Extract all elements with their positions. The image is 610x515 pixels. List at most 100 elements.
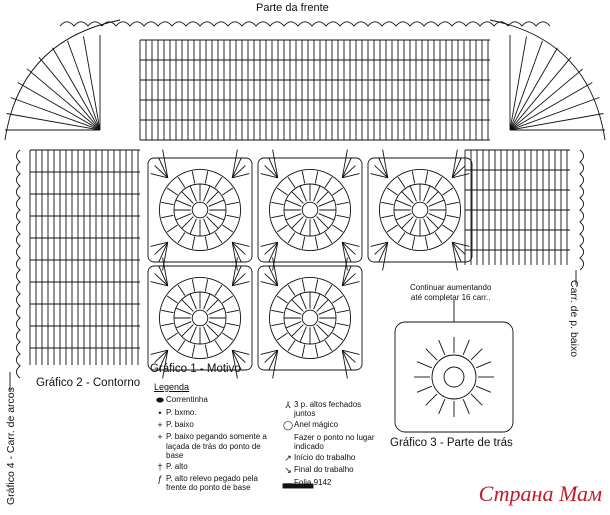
motif-spoke <box>189 293 197 310</box>
motif-corner-fan <box>231 350 242 371</box>
motif-spoke <box>222 224 234 233</box>
motif-corner-fan <box>341 165 356 179</box>
corner-fan-stitch <box>17 82 101 131</box>
motif-spoke <box>324 176 333 188</box>
page-bar-icon: ▬ <box>283 477 293 488</box>
motif-corner-fan <box>231 265 242 286</box>
legend-item: • P. bxmo. <box>154 408 279 418</box>
motif-spoke <box>336 322 349 327</box>
motif-corner-fan <box>341 265 352 286</box>
motif-outer-ring <box>268 276 352 360</box>
motif-corner-fan <box>452 173 470 179</box>
motif-spoke <box>442 224 454 233</box>
page-bar-icon <box>282 483 314 489</box>
motif-spoke <box>203 218 211 235</box>
motif-spoke <box>313 218 321 235</box>
motif-spoke <box>299 293 307 310</box>
motif-spoke <box>409 185 417 202</box>
motif-spoke <box>161 322 174 327</box>
corner-fan-stitch <box>52 47 101 131</box>
motif-corner-fan <box>374 165 389 179</box>
motif-corner-fan <box>231 257 238 286</box>
corner-fan-stitch <box>509 68 584 131</box>
back-square-stitch <box>416 385 432 393</box>
motif-spoke <box>226 201 239 206</box>
motif-corner-fan <box>260 173 278 179</box>
motif-corner-fan <box>231 350 238 379</box>
motif-outer-ring <box>158 168 242 252</box>
motif-corner-fan <box>232 241 250 247</box>
motif-corner-fan <box>272 350 279 379</box>
motif-corner-fan <box>264 273 279 287</box>
start-icon: ↗ <box>284 453 292 464</box>
top-scallop-edge <box>59 21 551 27</box>
motif-spoke <box>189 218 197 235</box>
motif-spoke <box>428 213 445 221</box>
motif-corner-fan <box>154 241 169 255</box>
motif-spoke <box>332 332 344 341</box>
motif-spoke <box>316 324 329 337</box>
motif-spoke <box>208 321 225 329</box>
motif-corner-fan <box>341 273 356 287</box>
single-crochet-back-loop-icon: + <box>157 432 163 443</box>
motif-corner-fan <box>370 173 388 179</box>
corner-fan-stitch <box>509 47 558 131</box>
motif-spoke <box>314 279 319 292</box>
cluster-icon: ⅄ <box>285 400 291 410</box>
back-square-stitch <box>462 339 470 355</box>
motif-corner-fan <box>341 349 356 363</box>
motif-spoke <box>314 171 319 184</box>
magic-ring-icon: ◯ <box>282 420 294 431</box>
motif-corner-fan <box>342 241 360 247</box>
motif-spoke <box>166 295 178 304</box>
motif-spoke <box>287 340 296 352</box>
slip-stitch-icon: • <box>158 407 162 418</box>
motif-corner-fan <box>451 165 466 179</box>
back-square-ring <box>431 354 477 400</box>
legend-item: ⅄3 p. altos fechados juntos <box>282 400 377 418</box>
legend-text: Folia 9142 <box>294 477 332 487</box>
motif-corner-fan <box>378 242 389 263</box>
motif-spoke <box>395 213 412 221</box>
motif-corner-fan <box>272 257 279 286</box>
motif-corner-fan <box>150 241 168 247</box>
motif-corner-fan <box>452 241 470 247</box>
back-square-center <box>443 366 465 388</box>
motif-spoke <box>177 176 186 188</box>
back-square-stitch <box>438 339 446 355</box>
motif-spoke <box>203 185 211 202</box>
legend-text: P. baixo pegando somente a laçada de trá… <box>166 432 267 460</box>
corner-fan-edge <box>489 19 606 141</box>
motif-spoke <box>204 344 209 357</box>
motif-spoke <box>313 326 321 343</box>
motif-spoke <box>324 284 333 296</box>
motif-spoke <box>301 236 306 249</box>
motif-spoke <box>206 216 219 229</box>
legend-text: P. baixo <box>166 420 194 430</box>
motif-spoke <box>434 232 443 244</box>
motif-corner-fan <box>378 157 389 178</box>
motif-spoke <box>161 309 174 314</box>
motif-spoke <box>332 187 344 196</box>
motif-corner-fan <box>232 173 250 179</box>
motif-frame <box>147 157 253 263</box>
motif-center-ring <box>191 201 209 219</box>
motif-outer-ring <box>268 168 352 252</box>
motif-corner-fan <box>150 349 168 355</box>
motif-spoke <box>214 232 223 244</box>
motif-corner-fan <box>341 257 348 286</box>
motif-corner-fan <box>150 173 168 179</box>
legend-item: ⬬Correntinha <box>154 395 279 405</box>
back-square-stitch <box>476 361 492 369</box>
motif-frame <box>367 157 473 263</box>
motif-spoke <box>332 224 344 233</box>
legend-item: Fazer o ponto no lugar indicado <box>282 433 377 451</box>
legend-text: Final do trabalho <box>294 465 354 475</box>
motif-corner-fan <box>231 241 246 255</box>
motif-spoke <box>401 191 414 204</box>
legend-text: P. bxmo. <box>166 407 197 417</box>
motif-corner-fan <box>342 281 360 287</box>
motif-spoke <box>285 321 302 329</box>
motif-corner-fan <box>341 350 352 371</box>
motif-spoke <box>386 187 398 196</box>
